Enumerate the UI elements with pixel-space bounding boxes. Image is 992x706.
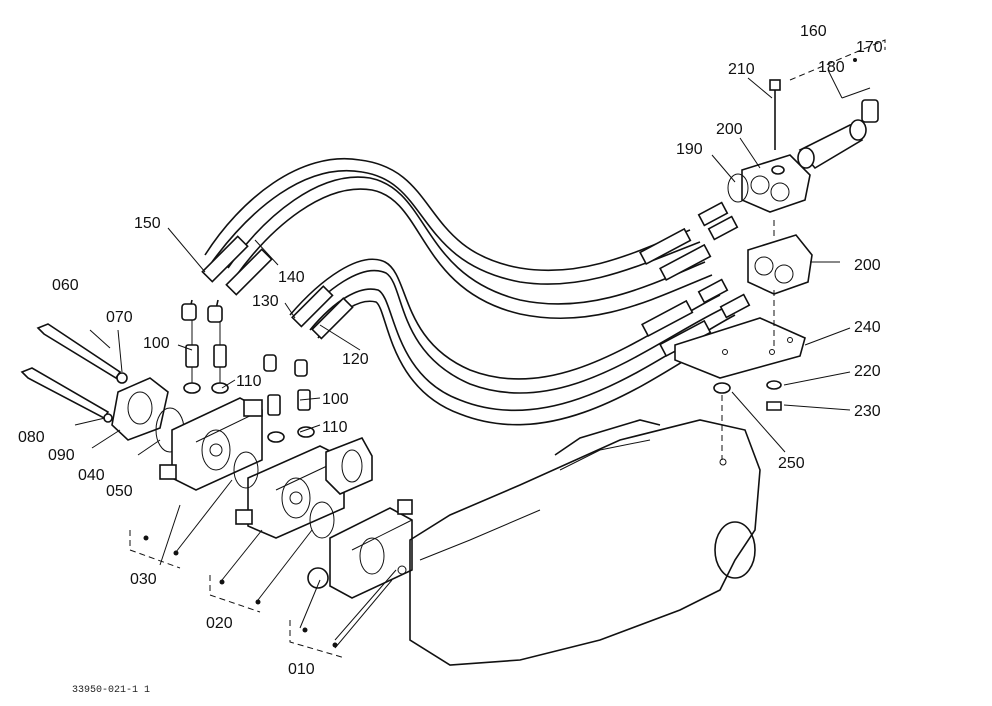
label-040: 040 (78, 467, 105, 484)
label-100-upper: 100 (143, 335, 170, 352)
bolts (20, 323, 128, 423)
label-130: 130 (252, 293, 279, 310)
fittings-left (181, 299, 315, 443)
label-090: 090 (48, 447, 75, 464)
hose-sleeves (201, 227, 712, 357)
hose-130-inner (297, 269, 729, 394)
valve-section-020 (235, 437, 373, 539)
fittings-right (697, 173, 751, 319)
coupler-block-lower (747, 234, 813, 295)
label-030: 030 (130, 571, 157, 588)
hose-150 (204, 157, 691, 272)
label-110-lower: 110 (322, 419, 348, 436)
label-240: 240 (854, 319, 881, 336)
hose-130 (289, 258, 721, 380)
label-050: 050 (106, 483, 133, 500)
label-060: 060 (52, 277, 79, 294)
label-120: 120 (342, 351, 369, 368)
label-100-lower: 100 (322, 391, 349, 408)
label-220: 220 (854, 363, 881, 380)
label-190: 190 (676, 141, 703, 158)
nut-washer-stack (713, 380, 782, 411)
label-250: 250 (778, 455, 805, 472)
label-020: 020 (206, 615, 233, 632)
hose-group (204, 157, 743, 426)
label-160: 160 (800, 23, 827, 40)
hose-140 (227, 176, 706, 305)
label-110-upper: 110 (236, 373, 262, 390)
label-010: 010 (288, 661, 315, 678)
transmission-housing (409, 419, 761, 666)
hose-140-inner (235, 188, 713, 320)
label-080: 080 (18, 429, 45, 446)
label-140: 140 (278, 269, 305, 286)
mounting-plate-240 (674, 317, 806, 379)
label-070: 070 (106, 309, 133, 326)
bolt-210 (769, 79, 785, 175)
reference-dots (143, 58, 857, 648)
label-210: 210 (728, 61, 755, 78)
part-labels: 010 020 030 040 050 060 070 080 090 100 … (18, 23, 883, 678)
o-rings (233, 451, 335, 539)
label-150: 150 (134, 215, 161, 232)
label-170: 170 (856, 39, 883, 56)
hose-150-inner (211, 169, 701, 285)
label-230: 230 (854, 403, 881, 420)
label-200-lower: 200 (854, 257, 881, 274)
leader-lines (74, 69, 851, 649)
label-200-upper: 200 (716, 121, 743, 138)
coupler-block-upper (741, 154, 811, 213)
drawing-code: 33950-021-1 1 (72, 685, 150, 696)
quick-coupler-180 (797, 87, 879, 170)
valve-section-030 (159, 397, 263, 491)
group-brackets (129, 39, 886, 659)
hose-120 (309, 288, 736, 412)
label-180: 180 (818, 59, 845, 76)
hose-120-inner (317, 300, 743, 426)
